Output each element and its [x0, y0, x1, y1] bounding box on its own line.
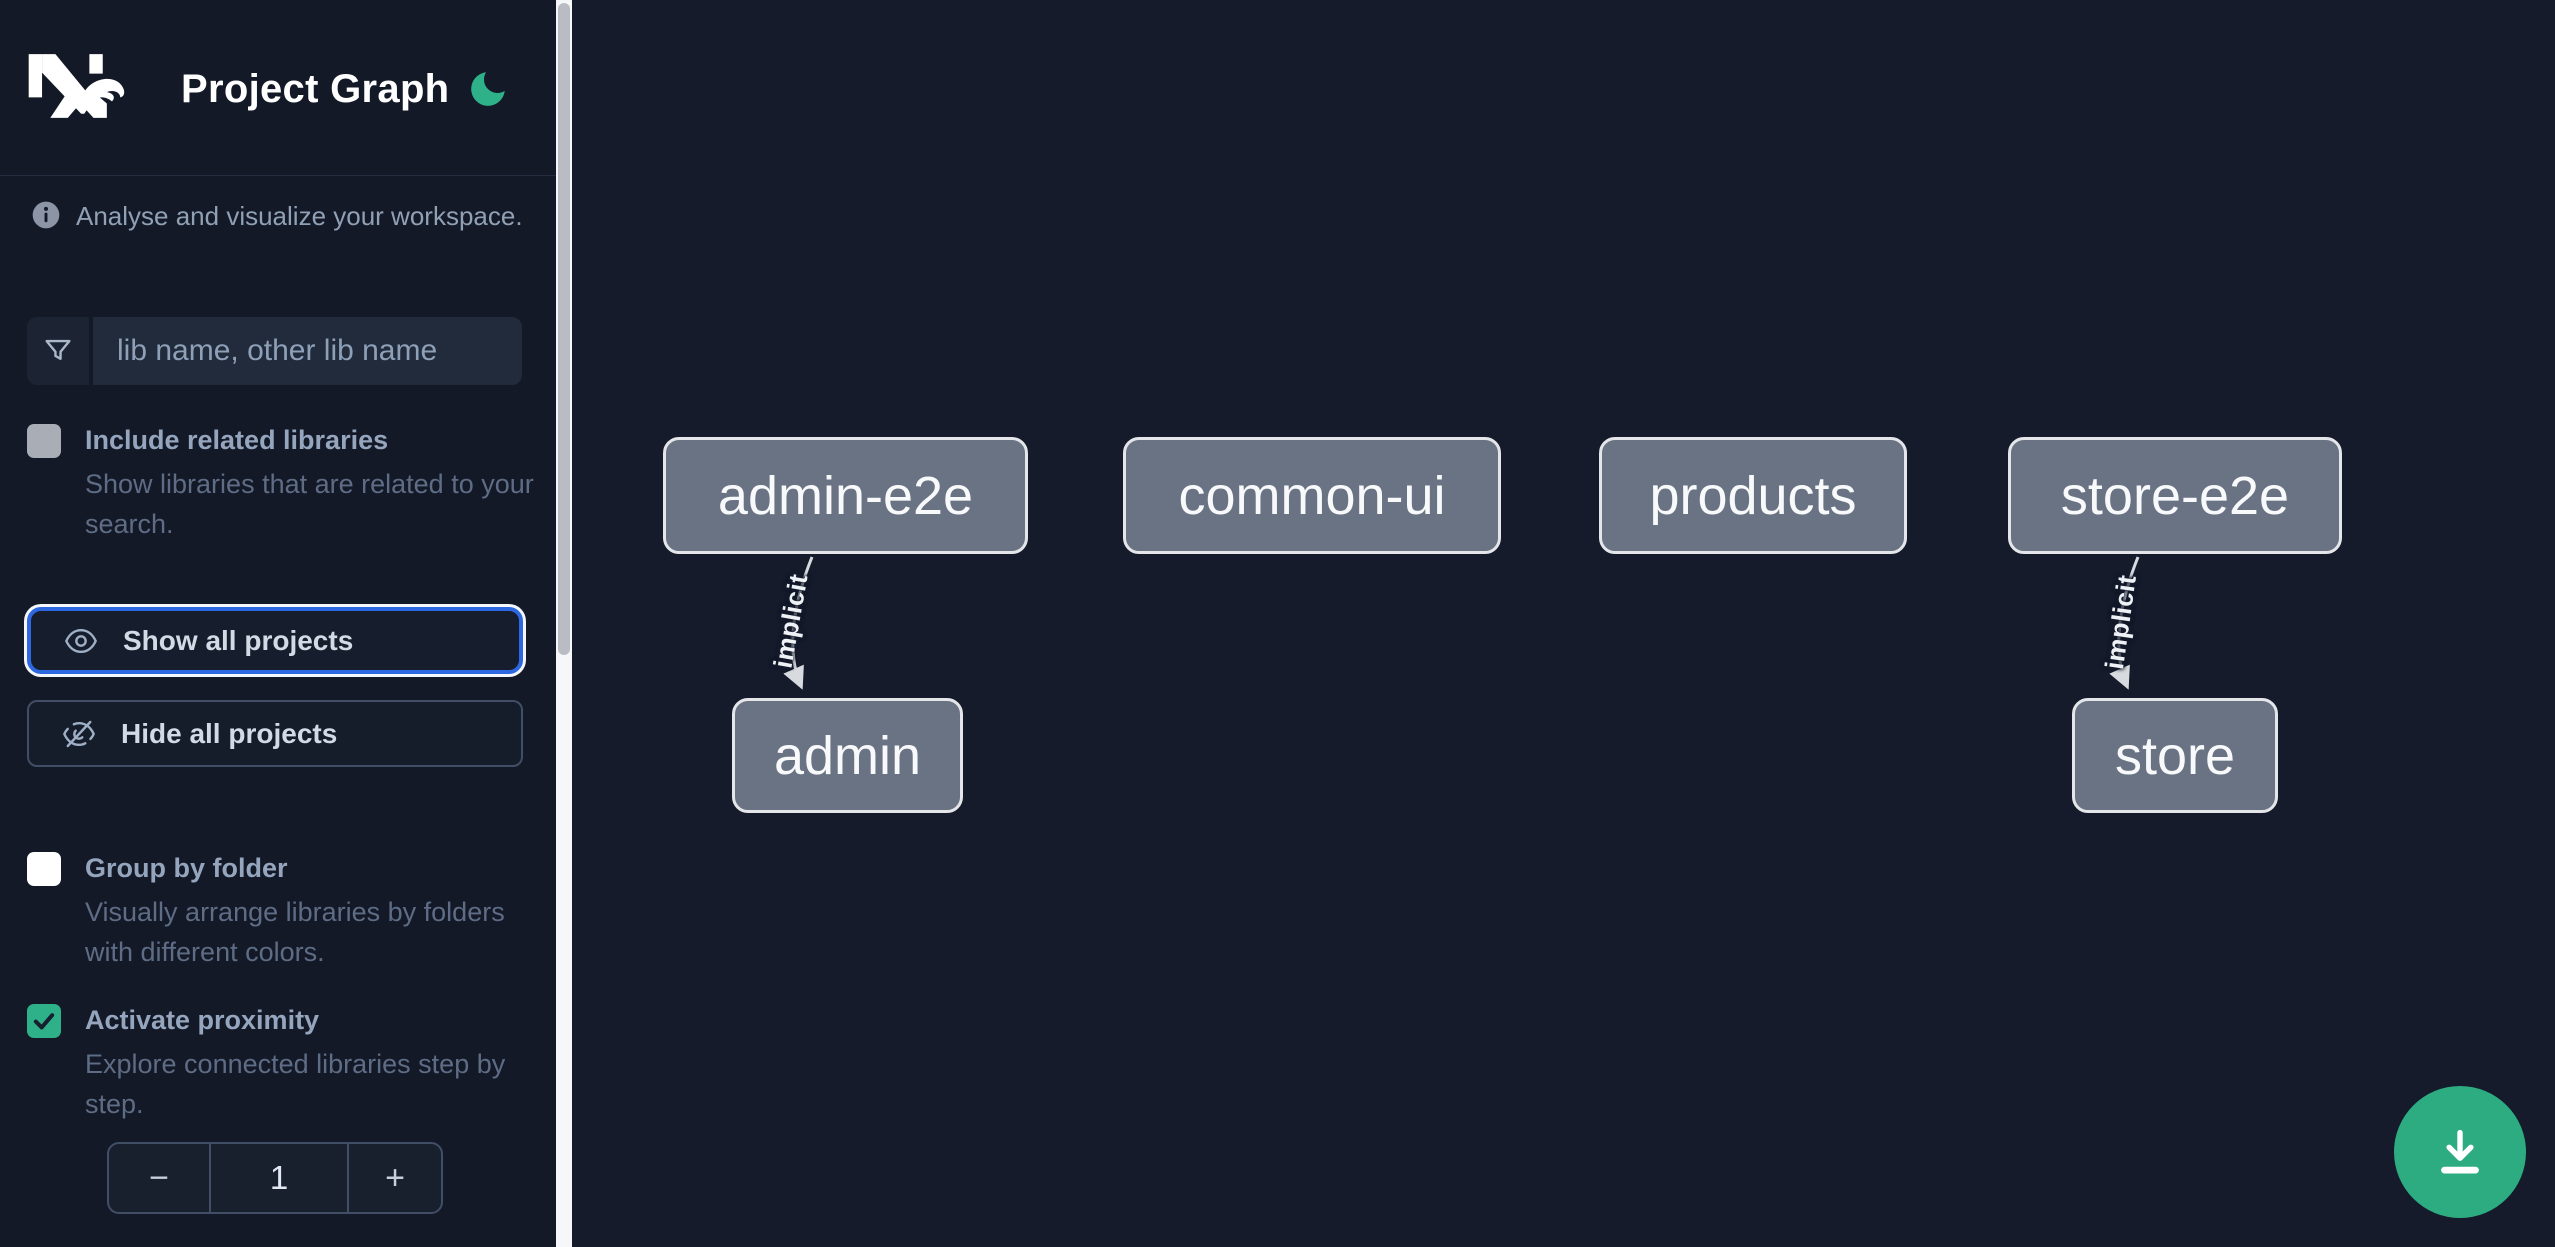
activate-proximity-label: Activate proximity: [85, 1005, 320, 1035]
group-by-folder-checkbox[interactable]: [27, 852, 61, 886]
option-group-by-folder: Group by folder Visually arrange librari…: [27, 852, 527, 982]
proximity-depth-value: 1: [209, 1144, 349, 1212]
filter-input[interactable]: [93, 317, 522, 385]
eye-icon: [65, 628, 97, 653]
graph-canvas[interactable]: [572, 0, 2555, 1247]
show-all-projects-label: Show all projects: [123, 624, 354, 656]
group-by-folder-description: Visually arrange libraries by folders wi…: [85, 897, 505, 967]
include-related-checkbox[interactable]: [27, 424, 61, 458]
info-circle-icon: [32, 201, 60, 229]
increment-button[interactable]: +: [349, 1144, 441, 1212]
hide-all-projects-button[interactable]: Hide all projects: [27, 700, 523, 767]
show-all-projects-button[interactable]: Show all projects: [27, 607, 523, 674]
sidebar-scrollbar[interactable]: [556, 0, 572, 1247]
include-related-label: Include related libraries: [85, 425, 389, 455]
checkmark-icon: [33, 1013, 55, 1030]
hide-all-projects-label: Hide all projects: [121, 717, 338, 749]
node-store[interactable]: store: [2072, 698, 2278, 813]
option-include-related: Include related libraries Show libraries…: [27, 424, 534, 554]
funnel-icon: [27, 317, 93, 385]
moon-icon[interactable]: [466, 66, 512, 112]
sidebar-scrollbar-thumb[interactable]: [558, 3, 570, 655]
include-related-description: Show libraries that are related to your …: [85, 469, 534, 539]
node-admin-e2e[interactable]: admin-e2e: [663, 437, 1028, 554]
tagline-text: Analyse and visualize your workspace.: [76, 201, 523, 231]
sidebar-header: Project Graph: [0, 0, 556, 176]
sidebar: Project Graph Analyse and visualize your…: [0, 0, 556, 1247]
node-products[interactable]: products: [1599, 437, 1907, 554]
node-store-e2e[interactable]: store-e2e: [2008, 437, 2342, 554]
filter-box: [27, 317, 522, 385]
download-icon: [2441, 1129, 2479, 1174]
decrement-button[interactable]: −: [109, 1144, 209, 1212]
eye-off-icon: [63, 720, 95, 747]
proximity-depth-stepper: − 1 +: [107, 1142, 443, 1214]
download-graph-button[interactable]: [2394, 1086, 2526, 1218]
group-by-folder-label: Group by folder: [85, 853, 288, 883]
option-activate-proximity: Activate proximity Explore connected lib…: [27, 1004, 527, 1134]
page-title: Project Graph: [181, 67, 450, 111]
tagline-row: Analyse and visualize your workspace.: [30, 196, 530, 240]
node-admin[interactable]: admin: [732, 698, 963, 813]
node-common-ui[interactable]: common-ui: [1123, 437, 1501, 554]
nx-logo: [28, 54, 125, 118]
activate-proximity-checkbox[interactable]: [27, 1004, 61, 1038]
activate-proximity-description: Explore connected libraries step by step…: [85, 1049, 506, 1119]
